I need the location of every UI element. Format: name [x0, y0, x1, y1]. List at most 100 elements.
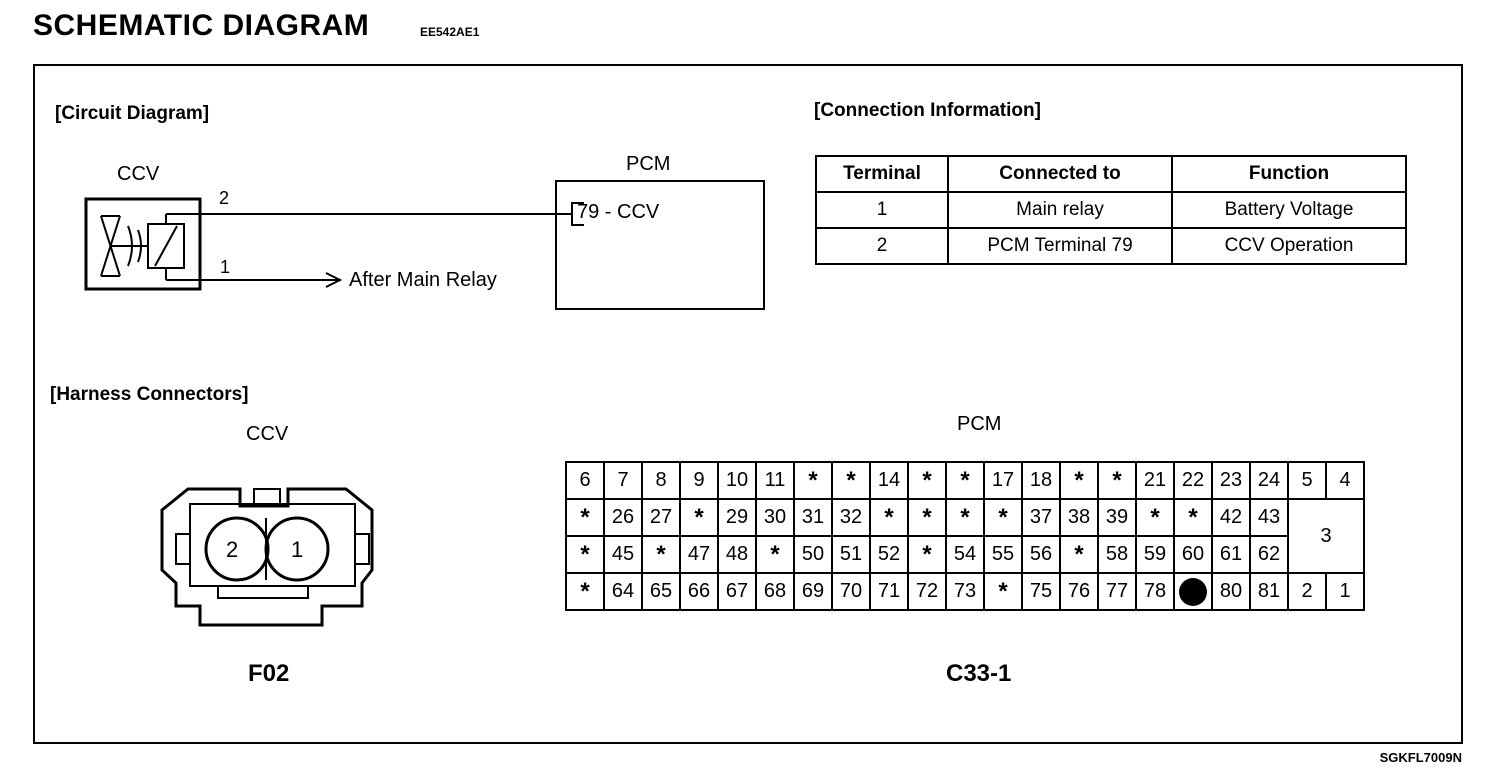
ccv-connector-label: CCV [246, 423, 289, 445]
ccv-pin-1: 1 [291, 537, 304, 562]
pin-cell: 21 [1135, 461, 1175, 500]
pin-cell: * [983, 498, 1023, 537]
pin-cell-4: 4 [1325, 461, 1365, 500]
pin-1-label: 1 [220, 257, 231, 277]
pin-cell: 72 [907, 572, 947, 611]
pin-cell: 51 [831, 535, 871, 574]
pin-cell: 11 [755, 461, 795, 500]
diagram-frame [33, 64, 1463, 744]
header-terminal: Terminal [815, 155, 949, 193]
pcm-box [555, 180, 765, 310]
valve-symbol [100, 215, 148, 277]
arrow-head [325, 272, 343, 288]
cell-terminal: 1 [815, 191, 949, 229]
pin-cell: * [565, 572, 605, 611]
pin-cell: 78 [1135, 572, 1175, 611]
pin-cell: * [945, 498, 985, 537]
pcm-connector-label: PCM [957, 413, 1002, 435]
pin-cell: 8 [641, 461, 681, 500]
pin-cell: * [907, 535, 947, 574]
pin-cell: 29 [717, 498, 757, 537]
pin-cell: * [755, 535, 795, 574]
pin-cell: 75 [1021, 572, 1061, 611]
pin-cell: * [679, 498, 719, 537]
ccv-pin-2: 2 [226, 537, 239, 562]
pin-cell: 66 [679, 572, 719, 611]
pin-cell: * [869, 498, 909, 537]
header-connected-to: Connected to [947, 155, 1173, 193]
pin-cell: 76 [1059, 572, 1099, 611]
pin-cell: 52 [869, 535, 909, 574]
ccv-label: CCV [117, 163, 160, 185]
pin-cell: 61 [1211, 535, 1251, 574]
pin-cell: 17 [983, 461, 1023, 500]
pin-cell [1173, 572, 1213, 611]
pin-cell: 55 [983, 535, 1023, 574]
pin-cell-1: 1 [1325, 572, 1365, 611]
pin-cell: 14 [869, 461, 909, 500]
pin-cell: * [907, 498, 947, 537]
pin-cell: * [565, 498, 605, 537]
pin-cell: * [1135, 498, 1175, 537]
pin-cell: 73 [945, 572, 985, 611]
pin-cell: * [1097, 461, 1137, 500]
table-header-row: Terminal Connected to Function [815, 155, 1407, 193]
harness-connectors-heading: [Harness Connectors] [50, 384, 249, 405]
pin-cell-3: 3 [1287, 498, 1365, 574]
pin-cell: 77 [1097, 572, 1137, 611]
pcm-connector-id: C33-1 [946, 660, 1012, 687]
pin-cell: 71 [869, 572, 909, 611]
pin-cell: 23 [1211, 461, 1251, 500]
pin-cell: 7 [603, 461, 643, 500]
pin-cell: 47 [679, 535, 719, 574]
pin-cell: 67 [717, 572, 757, 611]
pin-cell: 68 [755, 572, 795, 611]
pin-cell: 39 [1097, 498, 1137, 537]
pin-cell-2: 2 [1287, 572, 1327, 611]
pin-cell: 18 [1021, 461, 1061, 500]
pin-cell: 6 [565, 461, 605, 500]
pin-cell: * [945, 461, 985, 500]
pin-cell: 50 [793, 535, 833, 574]
pcm-terminal-bracket [571, 202, 584, 226]
pin-cell: 30 [755, 498, 795, 537]
pin-cell: * [831, 461, 871, 500]
cell-connected-to: PCM Terminal 79 [947, 227, 1173, 265]
figure-reference: SGKFL7009N [1379, 750, 1462, 765]
pin-2-label: 2 [219, 188, 230, 208]
pin-cell-5: 5 [1287, 461, 1327, 500]
pin-cell: * [641, 535, 681, 574]
pin-cell: 9 [679, 461, 719, 500]
pin-cell: 43 [1249, 498, 1289, 537]
pin-cell: 64 [603, 572, 643, 611]
pin-cell: 69 [793, 572, 833, 611]
connection-info-heading: [Connection Information] [814, 100, 1041, 121]
pin-cell: 26 [603, 498, 643, 537]
pin-cell: 60 [1173, 535, 1213, 574]
pin-cell: 59 [1135, 535, 1175, 574]
pin-cell: 38 [1059, 498, 1099, 537]
pin-cell: 80 [1211, 572, 1251, 611]
pin-cell: * [907, 461, 947, 500]
document-code: EE542AE1 [420, 25, 480, 39]
pin-cell: 45 [603, 535, 643, 574]
header-function: Function [1171, 155, 1407, 193]
pin-cell: 32 [831, 498, 871, 537]
pin-cell: 70 [831, 572, 871, 611]
pin-cell: 27 [641, 498, 681, 537]
cell-function: CCV Operation [1171, 227, 1407, 265]
circuit-diagram-heading: [Circuit Diagram] [55, 103, 210, 124]
pin-cell: * [793, 461, 833, 500]
pin-cell: 31 [793, 498, 833, 537]
table-row: 2 PCM Terminal 79 CCV Operation [815, 227, 1407, 265]
cell-function: Battery Voltage [1171, 191, 1407, 229]
pin-cell: 54 [945, 535, 985, 574]
pin-cell: 65 [641, 572, 681, 611]
pcm-label: PCM [626, 153, 671, 175]
filled-pin-marker [1179, 577, 1207, 606]
cell-terminal: 2 [815, 227, 949, 265]
connection-table: Terminal Connected to Function 1 Main re… [815, 155, 1407, 265]
